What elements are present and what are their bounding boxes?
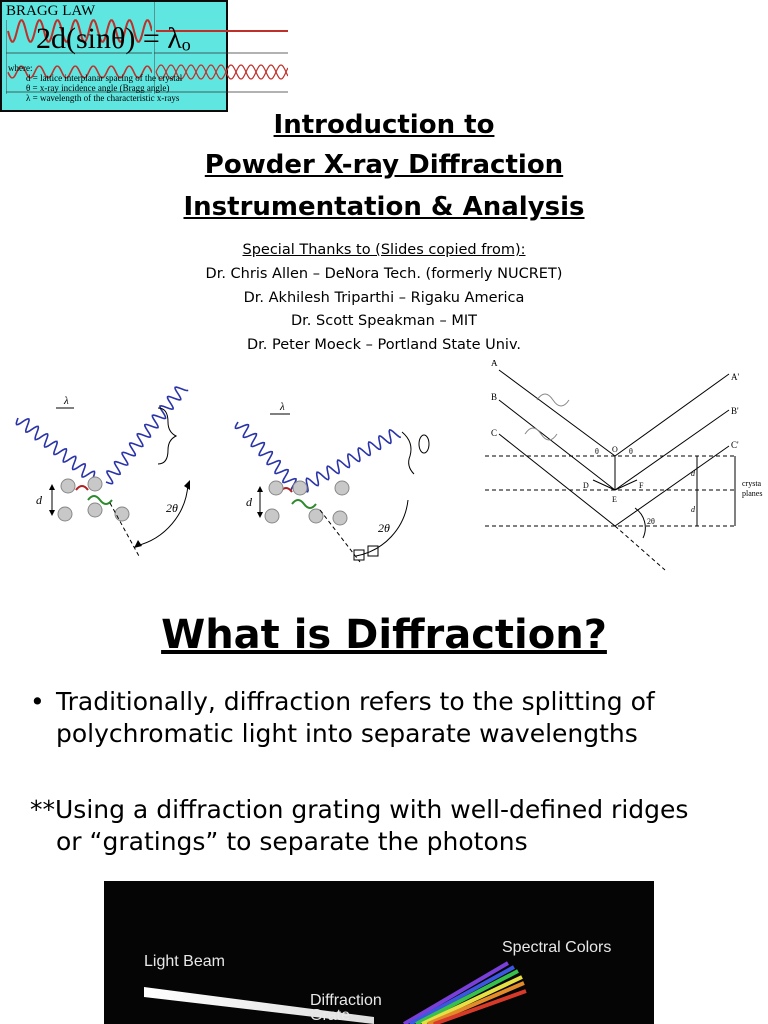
bullet-line: Traditionally, diffraction refers to the… (56, 687, 655, 716)
bragg-where-label: where: (8, 63, 33, 73)
atom-spheres (264, 480, 350, 526)
bragg-definition: λ = wavelength of the characteristic x-r… (26, 93, 180, 103)
grate-label: Grate (310, 1007, 351, 1024)
constructive-interference-waves (6, 19, 152, 94)
diffraction-label: Diffraction (310, 992, 382, 1009)
point-o-label: O (612, 445, 618, 454)
point-f-label: F (639, 481, 644, 490)
crystal-planes-label: crysta (742, 479, 762, 488)
incident-rays (498, 369, 730, 527)
ray-label-b-prime: B' (731, 406, 739, 416)
spacing-d-label: d (691, 469, 696, 478)
angle-arc (355, 499, 409, 557)
destructive-interference-waves (154, 2, 288, 94)
bragg-geometry-diagram: A B C A' B' C' O D E F θ θ d d 2θ crysta… (485, 360, 762, 571)
ray-label-c: C (491, 428, 497, 438)
theta-label: θ (629, 447, 633, 456)
spacing-d-label: d (36, 493, 43, 507)
diffraction-diagram-1: d λ 2θ (15, 386, 190, 559)
ray-label-a: A (491, 360, 498, 368)
bragg-law-box: BRAGG LAW 2d(sinθ) = λₒ where: d = latti… (0, 0, 228, 112)
spacing-d-label: d (246, 495, 253, 509)
ray-label-c-prime: C' (731, 440, 739, 450)
title-line-2: Powder X-ray Diffraction (204, 150, 564, 180)
atom-spheres (57, 476, 130, 522)
theta-label: θ (595, 447, 599, 456)
point-e-label: E (612, 495, 617, 504)
crystal-planes-label: planes (742, 489, 762, 498)
bullet-line: polychromatic light into separate wavele… (56, 719, 638, 748)
path-difference-segment (291, 499, 317, 509)
spectral-colors-label: Spectral Colors (502, 939, 612, 956)
ray-label-b: B (491, 392, 497, 402)
path-difference-segment-red (75, 485, 89, 491)
incident-wave (234, 421, 297, 492)
bragg-equation: 2d(sinθ) = λₒ (36, 22, 191, 55)
credit-line: Dr. Peter Moeck – Portland State Univ. (246, 337, 522, 353)
light-beam-label: Light Beam (144, 953, 225, 970)
credit-line: Dr. Scott Speakman – MIT (291, 313, 477, 329)
section-heading: What is Diffraction? (161, 612, 607, 658)
wavelength-label: λ (279, 401, 285, 413)
bragg-definition: θ = x-ray incidence angle (Bragg angle) (26, 83, 170, 93)
component-wave-2 (7, 65, 152, 79)
title-line-3: Instrumentation & Analysis (183, 192, 585, 222)
thanks-heading: Special Thanks to (Slides copied from): (242, 242, 526, 258)
path-difference-segment (87, 495, 113, 505)
diffracted-wave (301, 429, 402, 493)
angle-arc (135, 483, 189, 547)
wavelength-label: λ (63, 395, 69, 407)
note-line: or “gratings” to separate the photons (56, 827, 528, 856)
bragg-definition: d = lattice interplanar spacing of the c… (26, 73, 183, 83)
bullet-symbol: • (30, 687, 45, 716)
diffraction-diagram-2: d λ 2θ (234, 401, 430, 563)
spectral-rays (402, 961, 527, 1024)
component-wave-b (155, 64, 288, 80)
two-theta-label: 2θ (378, 521, 390, 535)
spacing-d-label: d (691, 505, 696, 514)
bragg-law-title: BRAGG LAW (6, 3, 96, 19)
point-d-label: D (583, 481, 589, 490)
ray-label-a-prime: A' (731, 372, 739, 382)
credit-line: Dr. Akhilesh Triparthi – Rigaku America (243, 290, 525, 306)
incident-wave (15, 417, 99, 486)
two-theta-label: 2θ (166, 501, 178, 515)
light-beam (144, 987, 374, 1024)
resultant-wave (7, 19, 152, 43)
note-line: **Using a diffraction grating with well-… (30, 795, 689, 824)
diffracted-wave (105, 386, 189, 485)
title-line-1: Introduction to (273, 110, 495, 140)
credit-line: Dr. Chris Allen – DeNora Tech. (formerly… (205, 266, 563, 282)
two-theta-label: 2θ (647, 517, 655, 526)
diffraction-grating-photo: Light Beam Spectral Colors Diffraction G… (104, 881, 654, 1024)
